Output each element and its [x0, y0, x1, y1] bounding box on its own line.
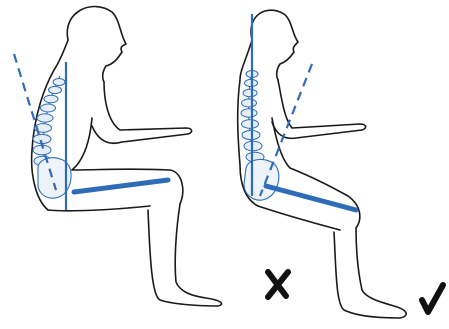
upright-thigh-line — [266, 186, 356, 210]
slouched-lower-leg-outline — [148, 204, 222, 306]
slouched-seat-outline — [48, 206, 150, 211]
upright-seat-outline — [258, 206, 340, 230]
slouched-head-outline — [67, 7, 126, 82]
slouched-chest-arm-outline — [92, 82, 192, 143]
upright-thigh-angle-line — [260, 64, 312, 196]
slouched-thigh-line — [74, 180, 168, 192]
slouched-figure — [14, 7, 222, 306]
cross-mark-icon — [268, 272, 288, 297]
upright-chest-arm-outline — [272, 80, 366, 138]
upright-head-outline — [251, 10, 298, 80]
upright-spine — [241, 70, 279, 200]
upright-lower-leg-outline — [334, 228, 406, 318]
check-mark-icon — [422, 285, 443, 312]
upright-figure — [238, 10, 407, 318]
